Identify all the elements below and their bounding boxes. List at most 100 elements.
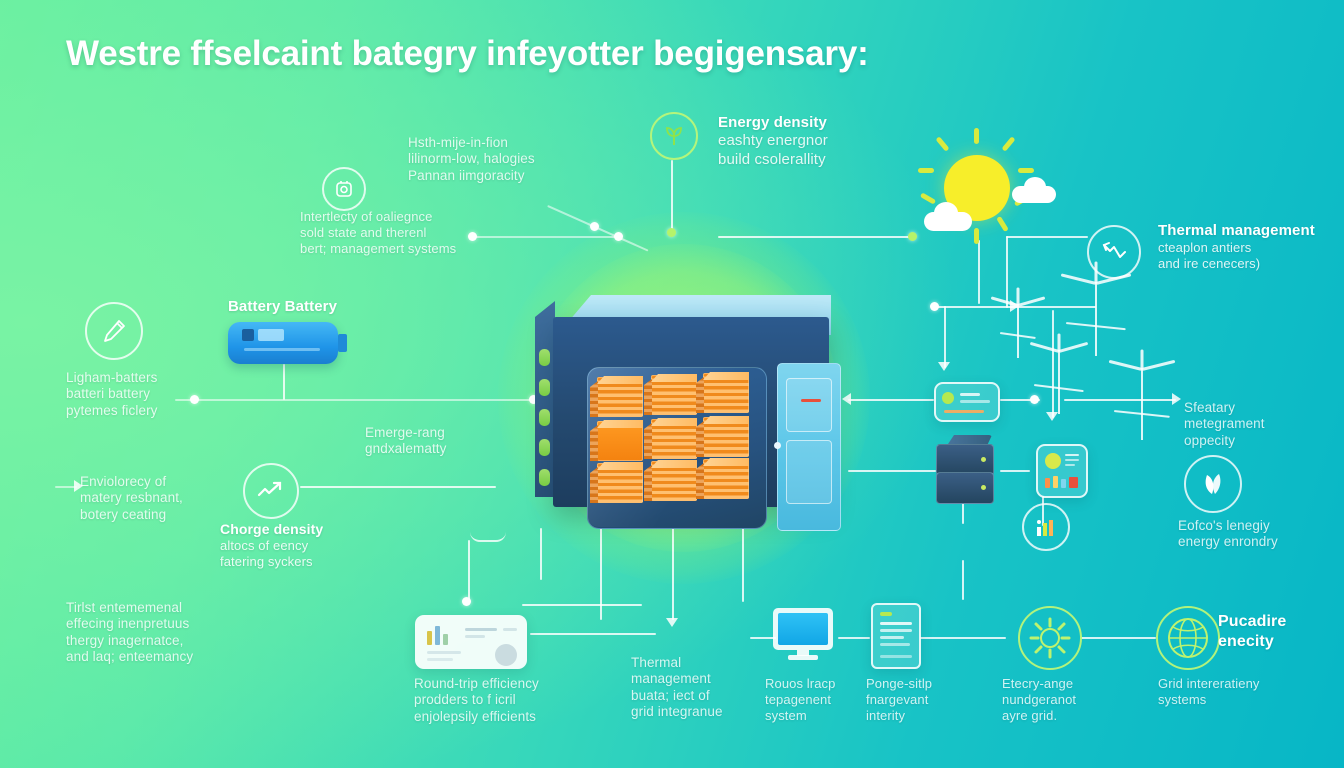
monitor-icon bbox=[773, 608, 837, 660]
label-line-1: Sfeatary bbox=[1184, 400, 1236, 415]
connector-line bbox=[1000, 399, 1040, 401]
label-line-3: bert; managemert systems bbox=[300, 240, 457, 256]
battery-module-highlighted bbox=[590, 420, 643, 461]
label-line-3: pytemes ficlery bbox=[66, 402, 158, 418]
sun-ray bbox=[1001, 136, 1016, 152]
card-line bbox=[1065, 459, 1079, 461]
server-rack-icon bbox=[936, 435, 996, 504]
label-line-3: thergy inagernatce, bbox=[66, 632, 184, 648]
cloud-icon bbox=[934, 202, 958, 224]
sun-ray bbox=[1018, 168, 1034, 173]
interoperability-label: Intertlecty of oaliegnce sold state and … bbox=[300, 209, 456, 257]
connector-line bbox=[283, 364, 285, 400]
thermal-management-label: Thermal management cteaplon antiers and … bbox=[1158, 222, 1315, 272]
connector-arrow bbox=[74, 480, 83, 492]
label-heading: Energy density bbox=[718, 114, 827, 131]
connector-line bbox=[848, 399, 934, 401]
label-heading: Battery Battery bbox=[228, 298, 338, 315]
label-line-1: Intertlecty of oaliegnce bbox=[300, 209, 433, 224]
connector-arrow bbox=[666, 618, 678, 627]
sun-ray bbox=[919, 192, 937, 205]
environmental-impact-label: Tirlst entememenal effecing inenpretuus … bbox=[66, 600, 193, 666]
grid-interop-heading: Pucadire enecity bbox=[1218, 612, 1338, 651]
label-line-3: Pannan iimgoracity bbox=[408, 167, 525, 183]
label-line-4: and laq; enteemancy bbox=[66, 649, 194, 665]
wind-turbine-icon bbox=[1056, 261, 1136, 358]
lithium-ion-label: Hsth-mije-in-fion lilinorm-low, halogies… bbox=[408, 135, 535, 184]
cabinet-body bbox=[553, 317, 841, 531]
connector-line bbox=[742, 528, 744, 602]
emerging-tech-label: Emerge-rang gndxalematty bbox=[365, 425, 447, 458]
battery-terminal bbox=[338, 334, 347, 352]
document-icon[interactable] bbox=[871, 603, 921, 669]
battery-module bbox=[696, 416, 749, 457]
mini-bar bbox=[1069, 477, 1078, 488]
connector-arrow bbox=[938, 362, 950, 371]
card-line bbox=[465, 628, 497, 631]
label-line-2: altocs of eency bbox=[220, 538, 309, 554]
label-line-2: prodders to f icril bbox=[414, 692, 516, 708]
sun-ray bbox=[974, 228, 979, 244]
connector-line bbox=[600, 528, 602, 620]
monitoring-system-label: Rouos lracp tepagenent system bbox=[765, 676, 835, 724]
control-panel-icon[interactable] bbox=[1036, 444, 1088, 498]
label-line-1: Enviolorecy of bbox=[80, 474, 167, 489]
cabinet-control-door[interactable] bbox=[774, 363, 841, 531]
label-line-3: enjolepsily efficients bbox=[414, 708, 537, 724]
connector-line bbox=[1006, 236, 1088, 238]
vent-indicator bbox=[539, 349, 550, 366]
vent-indicator bbox=[539, 469, 550, 486]
label-line-3: oppecity bbox=[1184, 432, 1236, 448]
monitor-stand bbox=[788, 655, 818, 660]
gear-radial-icon bbox=[1018, 606, 1082, 670]
eco-energy-label: Eofco's lenegiy energy enrondry bbox=[1178, 518, 1278, 551]
door-handle[interactable] bbox=[774, 442, 781, 449]
card-line bbox=[944, 410, 984, 413]
battery-module bbox=[644, 374, 697, 415]
connector-node bbox=[667, 228, 676, 237]
label-line-3: fatering syckers bbox=[220, 553, 313, 569]
report-card-icon[interactable] bbox=[415, 615, 527, 669]
connector-line bbox=[1006, 236, 1008, 308]
battery-module bbox=[644, 460, 697, 501]
mini-bar bbox=[1061, 479, 1066, 488]
thermal-arrow-icon bbox=[1087, 225, 1141, 279]
connector-arrow bbox=[1172, 393, 1181, 405]
doc-line bbox=[880, 612, 892, 616]
card-line bbox=[1065, 464, 1075, 466]
safety-capacity-label: Sfeatary metegrament oppecity bbox=[1184, 400, 1265, 449]
connector-node bbox=[590, 222, 599, 231]
globe-grid-icon bbox=[1156, 606, 1220, 670]
charge-density-label: Chorge density altocs of eency fatering … bbox=[220, 521, 323, 570]
label-line-3: interity bbox=[866, 707, 906, 723]
connector-line bbox=[838, 637, 870, 639]
label-line-3: botery ceating bbox=[80, 506, 167, 522]
card-line bbox=[1065, 454, 1079, 456]
connector-line bbox=[944, 306, 946, 368]
card-line bbox=[427, 658, 453, 661]
status-indicator bbox=[801, 399, 821, 402]
label-line-2: metegrament bbox=[1184, 416, 1265, 432]
connector-line bbox=[1064, 399, 1176, 401]
dashboard-card-icon[interactable] bbox=[934, 382, 1000, 422]
connector-node bbox=[468, 232, 477, 241]
connector-line bbox=[300, 486, 496, 488]
label-line-3: build csolerallity bbox=[718, 150, 826, 168]
doc-line bbox=[880, 655, 912, 658]
connector-line bbox=[978, 240, 980, 304]
mini-bar bbox=[435, 626, 440, 645]
label-line-2: gndxalematty bbox=[365, 441, 447, 457]
mini-bar bbox=[1045, 478, 1050, 488]
label-line-1: Hsth-mije-in-fion bbox=[408, 135, 508, 150]
battery-label bbox=[242, 329, 254, 341]
label-line-2: energy enrondry bbox=[1178, 534, 1278, 550]
label-heading: Thermal management bbox=[1158, 222, 1315, 239]
label-line-1: Etecry-ange bbox=[1002, 676, 1074, 691]
label-line-2: Grid intereratieny bbox=[1158, 676, 1260, 691]
environment-resistance-label: Enviolorecy of matery resbnant, botery c… bbox=[80, 474, 183, 523]
connector-arrow bbox=[842, 393, 851, 405]
connector-line bbox=[468, 540, 470, 602]
doc-line bbox=[880, 636, 904, 639]
connector-node bbox=[529, 395, 538, 404]
